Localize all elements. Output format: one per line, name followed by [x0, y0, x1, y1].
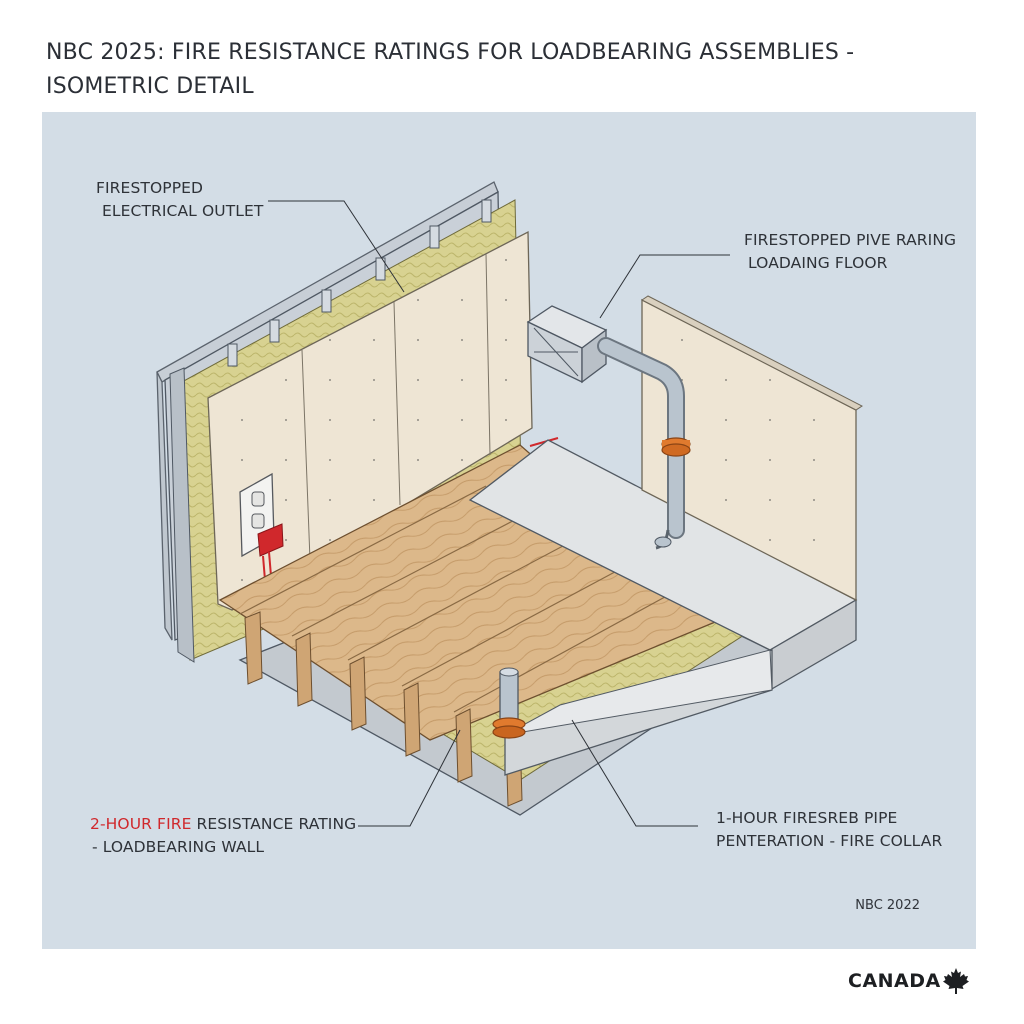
callout-pipe-penetration: 1-HOUR FIRESREB PIPE PENTERATION - FIRE …: [716, 807, 942, 853]
callout-pipe-floor-line-1: FIRESTOPPED PIVE RARING: [744, 231, 957, 249]
maple-leaf-icon: [943, 968, 969, 994]
callout-pipe-floor: FIRESTOPPED PIVE RARING LOADAING FLOOR: [744, 229, 956, 275]
title-line-1: NBC 2025: FIRE RESISTANCE RATINGS FOR LO…: [46, 40, 855, 65]
callout-electrical-outlet: FIRESTOPPED ELECTRICAL OUTLET: [96, 177, 263, 223]
callout-wall-rating-line-1: 2-HOUR FIRE RESISTANCE RATING: [90, 813, 356, 836]
callout-pipe-floor-line-2: LOADAING FLOOR: [748, 254, 888, 272]
callout-pipe-penetration-line-2: PENTERATION - FIRE COLLAR: [716, 832, 943, 850]
callout-outlet-line-1: FIRESTOPPED: [96, 179, 204, 197]
leader-lines: [268, 200, 730, 827]
callout-pipe-penetration-line-1: 1-HOUR FIRESREB PIPE: [716, 809, 898, 827]
country-label: CANADA: [848, 970, 941, 992]
callout-wall-rating-line-2: - LOADBEARING WALL: [92, 838, 265, 856]
right-wall-panel: [641, 295, 863, 602]
wall-rating-text: RESISTANCE RATING: [191, 815, 357, 833]
callout-wall-rating: 2-HOUR FIRE RESISTANCE RATING - LOADBEAR…: [90, 813, 356, 859]
firestopped-pipe: [526, 305, 691, 550]
fire-collar-pipe: [492, 667, 526, 739]
edition-label: NBC 2022: [855, 898, 920, 913]
title-line-2: ISOMETRIC DETAIL: [46, 74, 254, 99]
wall-rating-highlight: 2-HOUR FIRE: [90, 815, 192, 833]
page-title: NBC 2025: FIRE RESISTANCE RATINGS FOR LO…: [46, 36, 946, 104]
callout-outlet-line-2: ELECTRICAL OUTLET: [102, 202, 264, 220]
